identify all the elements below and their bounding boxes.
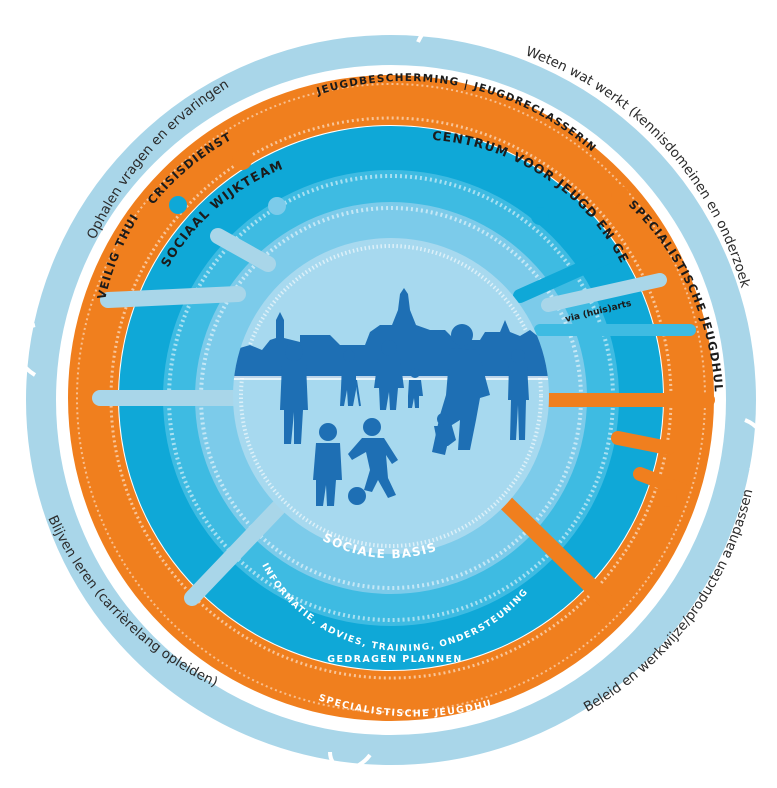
label-gedragen-plannen: GEDRAGEN PLANNEN (327, 654, 463, 665)
connectors (92, 150, 715, 608)
sociale-basis (233, 238, 549, 554)
outer-ring (15, 15, 768, 771)
family-figures-icon (280, 324, 529, 506)
